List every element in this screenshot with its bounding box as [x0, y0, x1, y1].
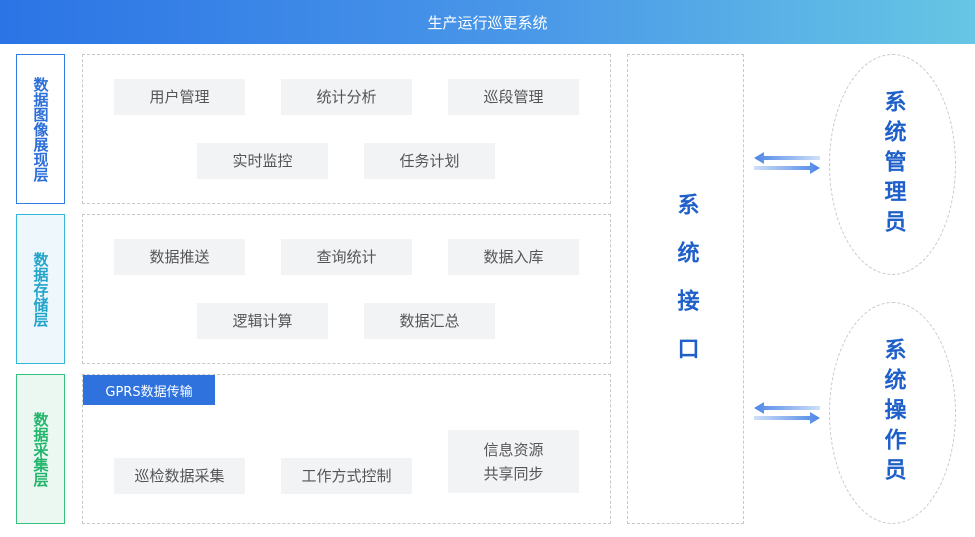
system-interface-panel: 系统接口: [627, 54, 744, 524]
module-user-management: 用户管理: [114, 79, 245, 115]
layer-label-collection: 数据采集层: [16, 374, 65, 524]
display-layer-panel: [82, 54, 611, 204]
module-patrol-section-management: 巡段管理: [448, 79, 579, 115]
module-info-resource-line1: 信息资源: [483, 440, 544, 459]
actor-system-administrator: 系统管理员: [829, 54, 956, 275]
layer-label-storage-text: 数据存储层: [31, 251, 50, 327]
layer-label-display-text: 数据图像展现层: [31, 76, 50, 182]
module-data-summary: 数据汇总: [364, 303, 495, 339]
module-data-push: 数据推送: [114, 239, 245, 275]
actor-system-operator-label: 系统操作员: [880, 338, 906, 488]
module-task-plan: 任务计划: [364, 143, 495, 179]
layer-label-display: 数据图像展现层: [16, 54, 65, 204]
bidirectional-arrow-icon: [754, 402, 820, 424]
collection-layer-panel: [82, 374, 611, 524]
module-work-mode-control: 工作方式控制: [281, 458, 412, 494]
module-info-resource-line2: 共享同步: [483, 464, 544, 483]
storage-layer-panel: [82, 214, 611, 364]
module-statistics-analysis: 统计分析: [281, 79, 412, 115]
page-title: 生产运行巡更系统: [0, 0, 975, 44]
module-patrol-data-collection: 巡检数据采集: [114, 458, 245, 494]
layer-label-collection-text: 数据采集层: [31, 411, 50, 487]
bidirectional-arrow-icon: [754, 152, 820, 174]
actor-system-administrator-label: 系统管理员: [880, 89, 906, 240]
module-logic-calculation: 逻辑计算: [197, 303, 328, 339]
system-interface-label: 系统接口: [673, 193, 699, 385]
module-data-storage: 数据入库: [448, 239, 579, 275]
module-realtime-monitoring: 实时监控: [197, 143, 328, 179]
module-info-resource-sync: 信息资源 共享同步: [448, 430, 579, 493]
module-query-statistics: 查询统计: [281, 239, 412, 275]
layer-label-storage: 数据存储层: [16, 214, 65, 364]
actor-system-operator: 系统操作员: [829, 302, 956, 524]
gprs-transmission-tag: GPRS数据传输: [83, 375, 215, 405]
